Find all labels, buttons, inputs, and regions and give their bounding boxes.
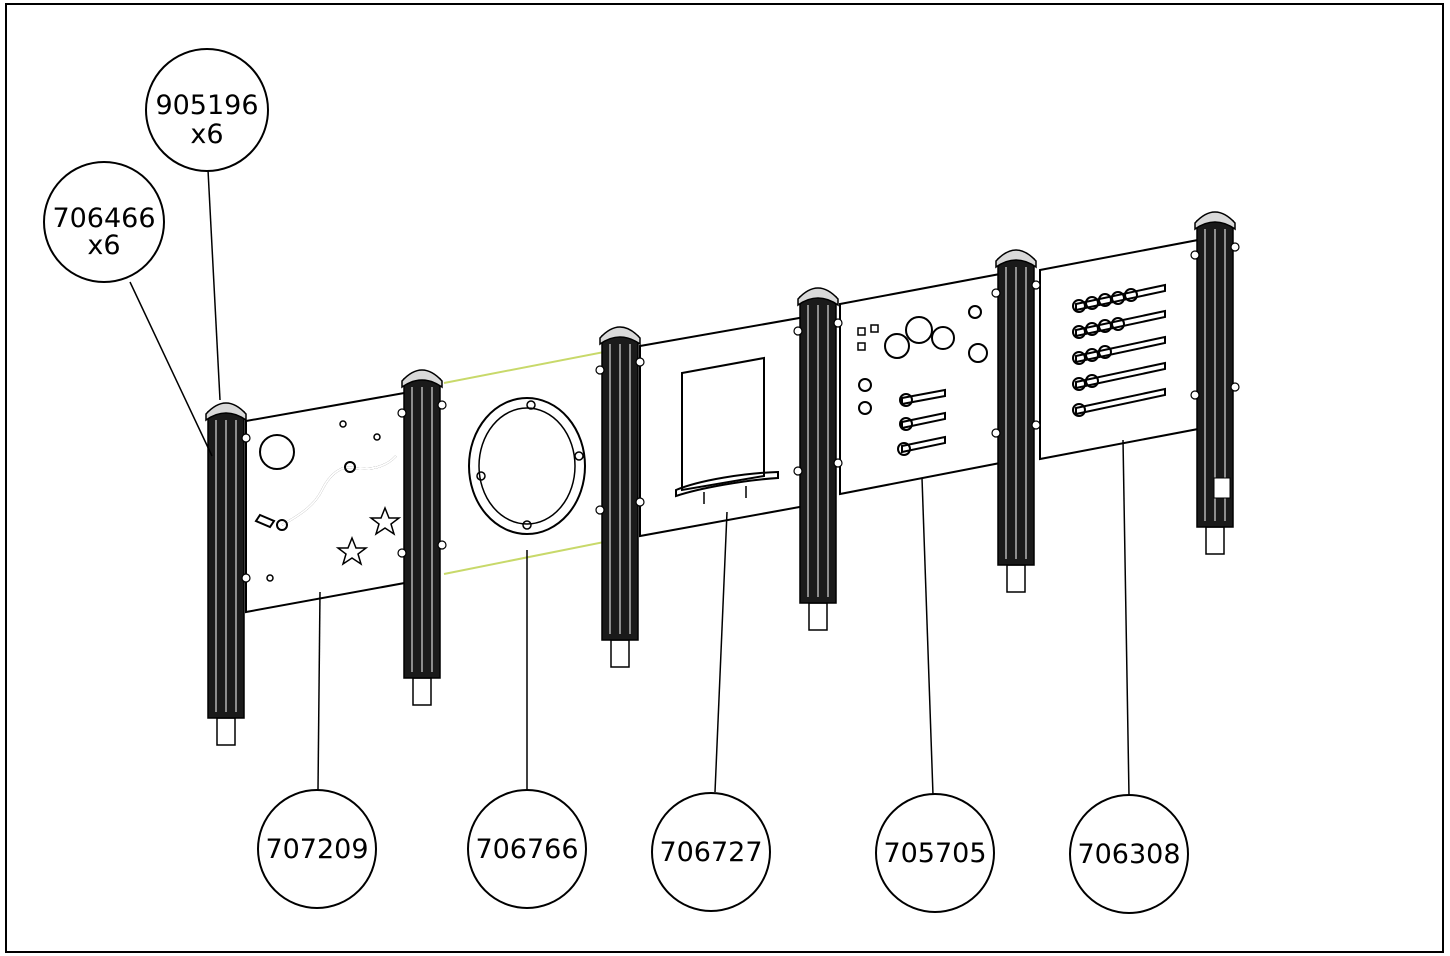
bead-icon (1098, 345, 1112, 359)
star-icon (368, 505, 402, 536)
post-icon (991, 249, 1041, 593)
callout-706466: 706466 x6 (43, 161, 165, 283)
bead-icon (1085, 374, 1099, 388)
bead-icon (1085, 348, 1099, 362)
posts (205, 211, 1240, 746)
callout-706727-number: 706727 (659, 837, 762, 868)
bead-icon (1072, 351, 1086, 365)
callout-905196: 905196 x6 (145, 48, 269, 172)
bead-icon (1111, 291, 1125, 305)
post-icon (595, 326, 645, 668)
callout-707209: 707209 (257, 789, 377, 909)
callout-706308: 706308 (1069, 794, 1189, 914)
bead-icon (1098, 293, 1112, 307)
abacus-rod (1072, 335, 1166, 365)
cap-icon (599, 326, 641, 346)
cap-icon (401, 369, 443, 389)
abacus-rod (1072, 387, 1166, 417)
callout-706727: 706727 (651, 792, 771, 912)
bead-icon (1085, 322, 1099, 336)
leader-905196 (207, 169, 221, 401)
callout-706766-number: 706766 (475, 834, 578, 865)
callout-705705: 705705 (875, 793, 995, 913)
bead-icon (1072, 377, 1086, 391)
panel-705705 (839, 272, 1001, 496)
panel-706727 (639, 315, 806, 538)
cap-icon (1194, 211, 1236, 231)
slider-bar (897, 435, 946, 456)
callout-706466-number: 706466 (52, 203, 155, 234)
callout-905196-number: 905196 (155, 90, 258, 121)
callout-705705-number: 705705 (883, 838, 986, 869)
leader-706308 (1122, 439, 1130, 797)
callout-706766: 706766 (467, 789, 587, 909)
abacus-rod (1072, 361, 1166, 391)
leader-lines (129, 169, 1130, 797)
bead-icon (1098, 319, 1112, 333)
cap-icon (797, 287, 839, 307)
porthole-icon (468, 397, 586, 535)
callout-905196-qty: x6 (190, 119, 223, 150)
panel-706308 (1039, 238, 1199, 461)
callout-707209-number: 707209 (265, 834, 368, 865)
callout-706308-number: 706308 (1077, 839, 1180, 870)
slider-bar (899, 411, 946, 431)
label-plate (1213, 477, 1231, 499)
bead-icon (1072, 325, 1086, 339)
callout-706466-qty: x6 (87, 230, 120, 261)
star-icon (335, 535, 369, 566)
bead-icon (1072, 403, 1086, 417)
drawing-frame (5, 3, 1444, 953)
post-icon (397, 369, 447, 706)
bead-icon (1072, 299, 1086, 313)
post-icon (205, 402, 251, 746)
slider-bar (899, 388, 946, 407)
leader-705705 (921, 477, 934, 796)
panel-707209 (245, 390, 411, 614)
cap-icon (995, 249, 1037, 269)
bead-icon (1111, 317, 1125, 331)
cap-icon (205, 402, 247, 422)
abacus-rod (1072, 283, 1166, 313)
abacus-rod (1072, 309, 1166, 339)
leader-707209 (317, 591, 321, 791)
panel-706766 (443, 350, 613, 575)
leader-706466 (129, 281, 213, 457)
post-icon (1190, 211, 1240, 555)
bead-icon (1124, 288, 1138, 302)
leader-706727 (714, 511, 728, 793)
bead-icon (1085, 296, 1099, 310)
post-icon (793, 287, 843, 631)
